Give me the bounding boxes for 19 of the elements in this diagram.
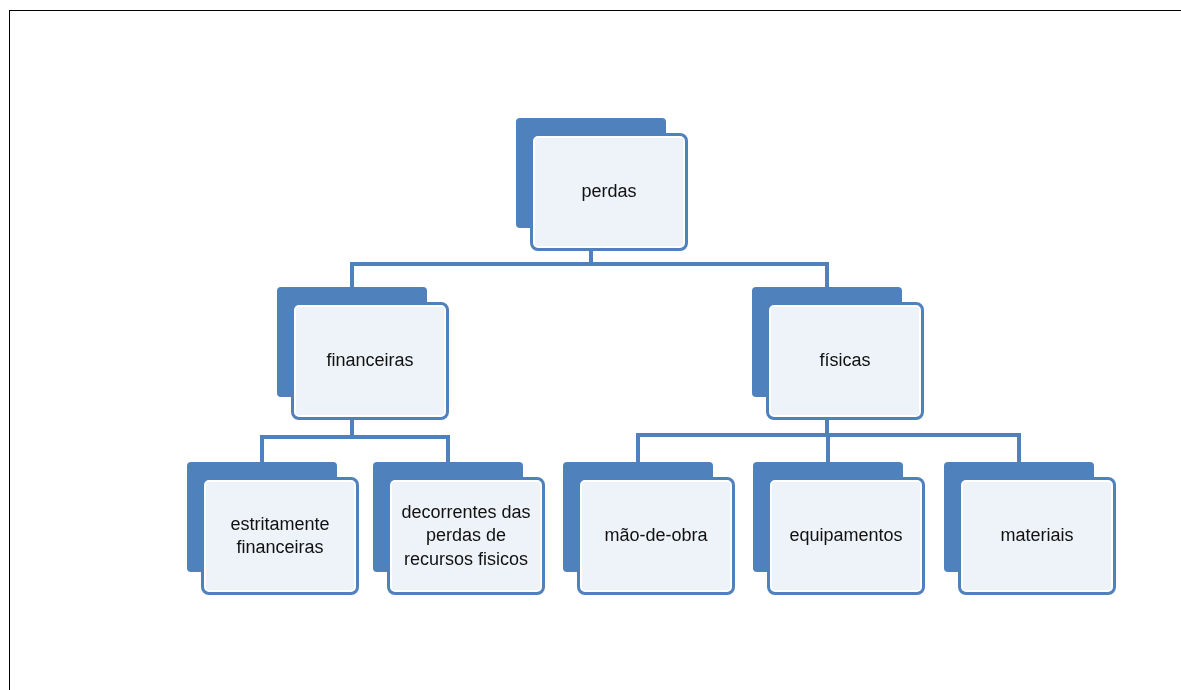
box-label: mão-de-obra [604,524,708,548]
org-chart-box [753,462,925,595]
box-label: perdas [581,180,637,204]
org-chart-box [944,462,1116,595]
box-label: estritamente financeiras [229,512,331,559]
org-chart-box [752,287,924,420]
box-label: financeiras [326,349,414,373]
box-label: decorrentes das perdas de recursos fisicos [400,500,532,571]
org-chart-box [277,287,449,420]
connector-line [350,420,450,462]
org-chart-box [516,118,688,251]
org-chart-box [373,462,545,595]
box-label: equipamentos [789,524,903,548]
connector-line [825,420,1021,462]
org-chart-box [187,462,359,595]
connector-line [589,251,829,287]
box-label: físicas [819,349,871,373]
org-chart-box [563,462,735,595]
box-label: materiais [1000,524,1074,548]
